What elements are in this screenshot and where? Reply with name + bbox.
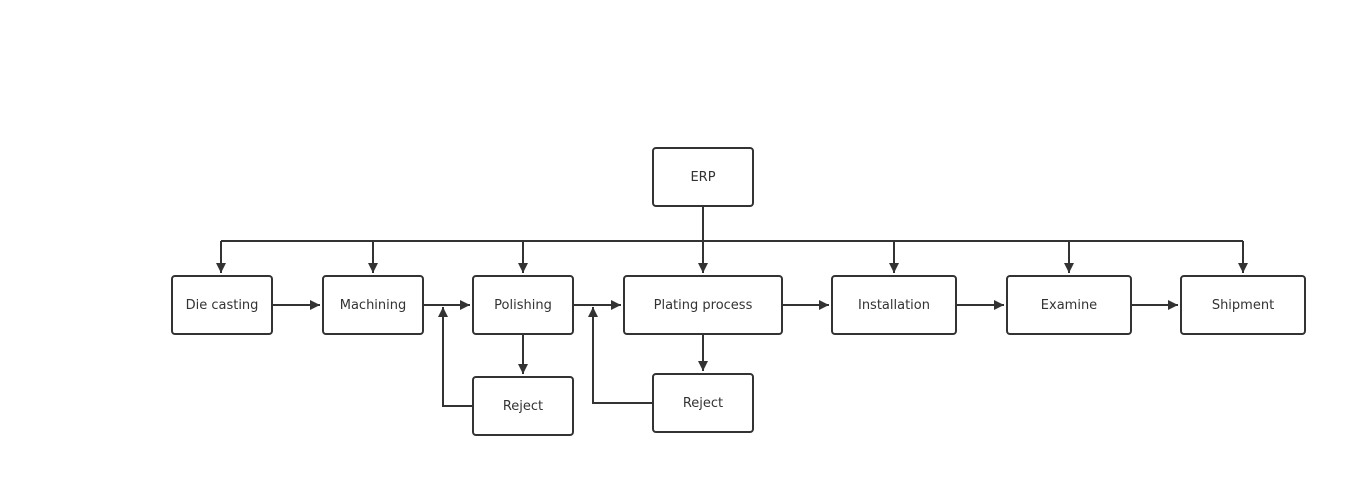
node-plating-process-label: Plating process [653,297,753,313]
node-installation-label: Installation [857,297,930,313]
node-reject-plating: Reject [652,373,754,433]
node-erp: ERP [652,147,754,207]
node-machining: Machining [322,275,424,335]
node-examine: Examine [1006,275,1132,335]
node-machining-label: Machining [339,297,407,313]
node-examine-label: Examine [1040,297,1098,313]
edge-reject-return-machining [438,307,472,407]
node-polishing-label: Polishing [494,297,552,313]
node-shipment: Shipment [1180,275,1306,335]
node-polishing: Polishing [472,275,574,335]
node-reject-polishing: Reject [472,376,574,436]
node-plating-process: Plating process [623,275,783,335]
node-reject-plating-label: Reject [682,395,724,411]
node-die-casting-label: Die casting [185,297,259,313]
node-die-casting: Die casting [171,275,273,335]
edge-reject-return-polishing [588,307,652,404]
node-installation: Installation [831,275,957,335]
node-reject-polishing-label: Reject [502,398,544,414]
node-erp-label: ERP [690,169,716,185]
node-shipment-label: Shipment [1211,297,1275,313]
